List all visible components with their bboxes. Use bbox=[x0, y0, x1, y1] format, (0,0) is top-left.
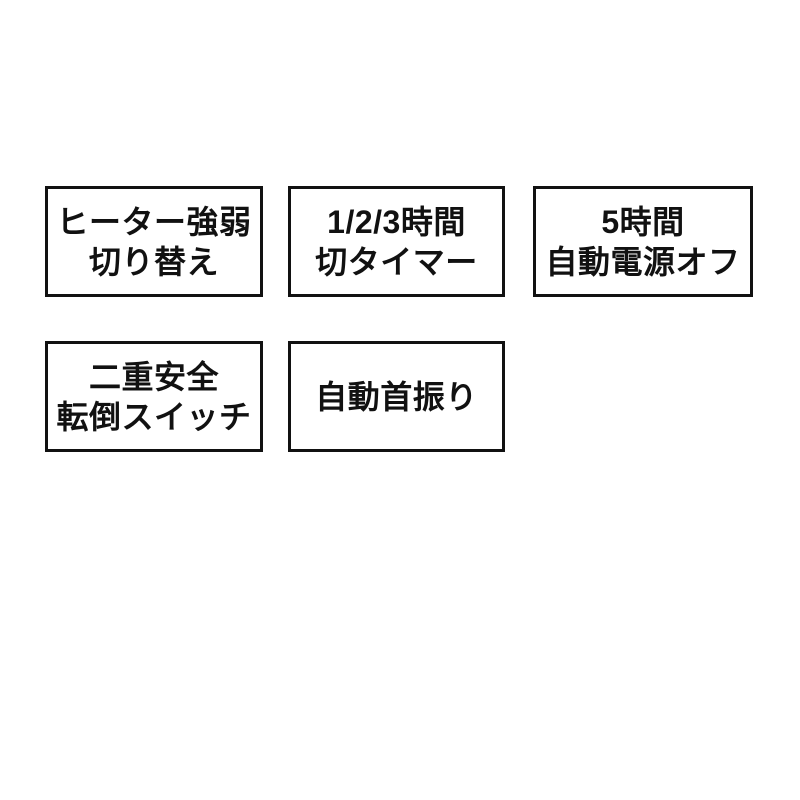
badge-line: 自動首振り bbox=[315, 378, 478, 415]
badge-line: 切タイマー bbox=[315, 243, 478, 280]
feature-badge-tip-over-safety-switch: 二重安全 転倒スイッチ bbox=[45, 341, 263, 452]
badge-line: 二重安全 bbox=[88, 358, 219, 395]
badge-line: 5時間 bbox=[601, 203, 685, 240]
feature-badge-auto-power-off: 5時間 自動電源オフ bbox=[533, 186, 753, 297]
feature-badge-off-timer: 1/2/3時間 切タイマー bbox=[288, 186, 505, 297]
badge-line: ヒーター強弱 bbox=[56, 203, 252, 240]
badge-line: 転倒スイッチ bbox=[56, 398, 252, 435]
feature-badge-heater-power-switch: ヒーター強弱 切り替え bbox=[45, 186, 263, 297]
feature-badge-auto-oscillation: 自動首振り bbox=[288, 341, 505, 452]
badge-line: 1/2/3時間 bbox=[327, 203, 466, 240]
badge-line: 切り替え bbox=[88, 243, 219, 280]
badge-line: 自動電源オフ bbox=[545, 243, 741, 280]
